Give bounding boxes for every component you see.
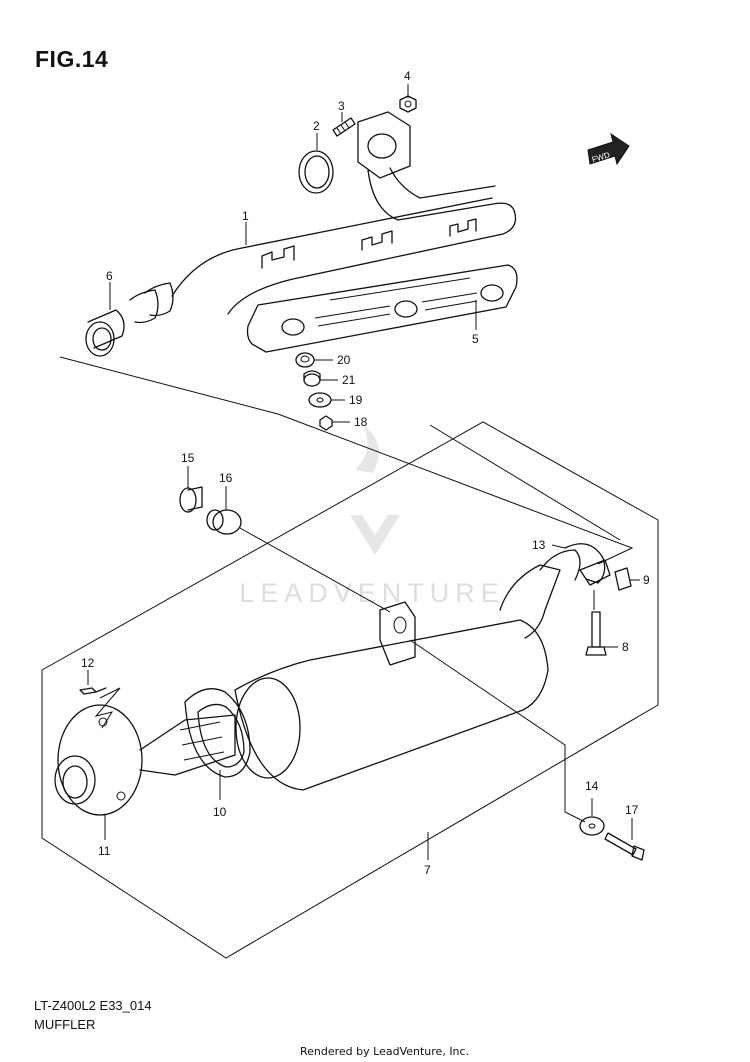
callout-8: 8 bbox=[622, 640, 629, 654]
muffler-group-outline bbox=[41, 421, 659, 959]
callout-1: 1 bbox=[242, 209, 249, 223]
callout-18: 18 bbox=[354, 415, 368, 429]
gasket-part-10 bbox=[184, 688, 251, 778]
callout-labels: 1 2 3 4 5 6 7 8 9 10 11 12 13 14 15 16 1… bbox=[81, 69, 650, 877]
fwd-arrow-icon: FWD bbox=[587, 132, 630, 166]
leadventure-watermark: LEADVENTURE bbox=[239, 425, 505, 608]
rendered-by-credit: Rendered by LeadVenture, Inc. bbox=[300, 1045, 470, 1058]
exhaust-pipe-part-1 bbox=[129, 111, 517, 324]
sleeve-part-6 bbox=[85, 309, 125, 357]
callout-2: 2 bbox=[313, 119, 320, 133]
figure-name: MUFFLER bbox=[34, 1017, 96, 1032]
figure-title: FIG.14 bbox=[35, 46, 109, 72]
callout-11: 11 bbox=[98, 844, 111, 858]
clamp-part-13 bbox=[564, 543, 611, 586]
callout-21: 21 bbox=[342, 373, 356, 387]
callout-4: 4 bbox=[404, 69, 411, 83]
model-code: LT-Z400L2 E33_014 bbox=[34, 998, 152, 1013]
muffler-part-7 bbox=[139, 549, 581, 791]
bolt-part-8 bbox=[585, 611, 607, 656]
gasket-ring-part-2 bbox=[298, 150, 334, 194]
callout-3: 3 bbox=[338, 99, 345, 113]
collar-bolt-part-15 bbox=[179, 486, 203, 513]
callout-9: 9 bbox=[643, 573, 650, 587]
grommet-part-16 bbox=[206, 509, 242, 535]
callout-6: 6 bbox=[106, 269, 113, 283]
callout-12: 12 bbox=[81, 656, 95, 670]
grommet-part-20 bbox=[295, 352, 315, 368]
callout-5: 5 bbox=[472, 332, 479, 346]
screw-part-12 bbox=[79, 687, 107, 695]
callout-10: 10 bbox=[213, 805, 227, 819]
callout-16: 16 bbox=[219, 471, 233, 485]
washer-part-14 bbox=[579, 816, 605, 836]
callout-19: 19 bbox=[349, 393, 363, 407]
upper-group-outline bbox=[59, 356, 634, 565]
callout-7: 7 bbox=[424, 863, 431, 877]
nut-part-4 bbox=[399, 95, 417, 113]
end-cap-part-11 bbox=[54, 704, 143, 816]
callout-13: 13 bbox=[532, 538, 546, 552]
stud-bolt-part-3 bbox=[332, 117, 356, 137]
watermark-text: LEADVENTURE bbox=[239, 578, 505, 608]
heat-shield-part-5 bbox=[246, 264, 518, 353]
callout-20: 20 bbox=[337, 353, 351, 367]
washer-part-19 bbox=[308, 392, 332, 408]
callout-17: 17 bbox=[625, 803, 639, 817]
nut-part-9 bbox=[614, 567, 632, 591]
bolt-part-18 bbox=[319, 415, 333, 431]
callout-15: 15 bbox=[181, 451, 195, 465]
collar-part-21 bbox=[303, 370, 321, 387]
callout-14: 14 bbox=[585, 779, 599, 793]
bolt-part-17 bbox=[604, 832, 645, 861]
